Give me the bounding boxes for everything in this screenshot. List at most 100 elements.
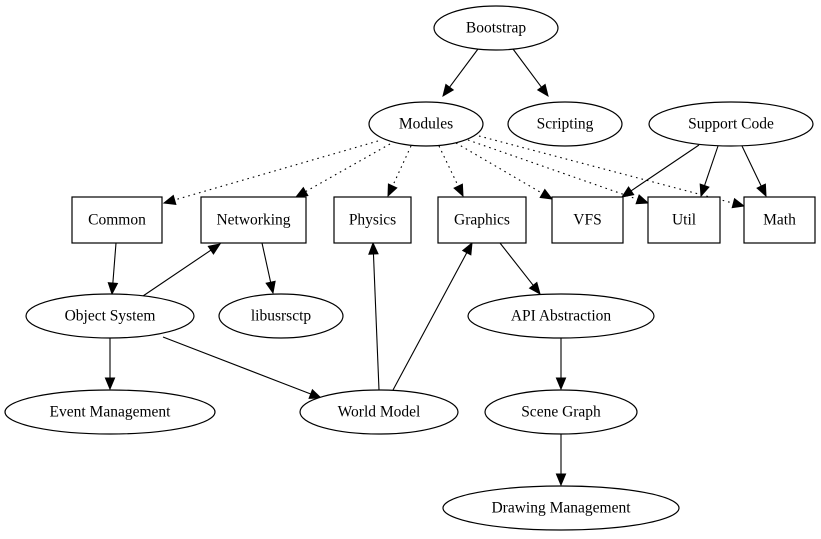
arrowhead-icon — [461, 241, 473, 256]
node-scene-graph: Scene Graph — [484, 389, 638, 435]
node-support-code: Support Code — [648, 101, 814, 147]
node-networking: Networking — [200, 196, 307, 244]
arrowhead-icon — [387, 183, 398, 198]
node-common: Common — [71, 196, 163, 244]
edge-modules-to-vfs-line — [455, 142, 543, 194]
node-label-event-management: Event Management — [50, 404, 172, 421]
edge-scene-graph-to-drawing-management — [555, 434, 567, 487]
nodes-layer: Bootstrap Modules Scripting Support Code… — [4, 5, 816, 531]
edge-object-system-to-networking — [142, 243, 222, 297]
edge-object-system-to-world-model — [162, 336, 323, 399]
edge-bootstrap-to-modules — [442, 48, 479, 98]
arrowhead-icon — [265, 280, 276, 295]
edge-common-to-object-system-line — [112, 242, 117, 284]
edge-object-system-to-networking-line — [142, 249, 212, 297]
edge-world-model-to-graphics-line — [392, 252, 468, 391]
edge-modules-to-common — [162, 140, 379, 205]
node-label-api-abstraction: API Abstraction — [511, 308, 612, 325]
edge-world-model-to-physics-line — [372, 253, 380, 391]
arrowhead-icon — [555, 377, 567, 391]
edge-modules-to-physics-line — [392, 145, 412, 187]
node-libusrsctp: libusrsctp — [218, 293, 344, 339]
edge-modules-to-common-line — [174, 140, 379, 201]
arrowhead-icon — [453, 183, 464, 198]
node-event-management: Event Management — [4, 389, 216, 435]
arrowhead-icon — [555, 473, 567, 487]
node-label-scene-graph: Scene Graph — [521, 404, 601, 421]
node-label-drawing-management: Drawing Management — [491, 500, 631, 517]
edge-modules-to-util — [467, 139, 650, 205]
edge-support-code-to-util-line — [704, 145, 719, 186]
node-object-system: Object System — [25, 293, 195, 339]
node-label-math: Math — [763, 212, 796, 229]
edge-support-code-to-math-line — [741, 145, 762, 187]
edge-support-code-to-math — [741, 145, 767, 198]
node-world-model: World Model — [299, 389, 459, 435]
arrowhead-icon — [107, 282, 119, 296]
arrowhead-icon — [536, 83, 549, 98]
edge-modules-to-networking-line — [305, 143, 391, 193]
node-label-object-system: Object System — [65, 308, 156, 325]
node-label-physics: Physics — [349, 212, 396, 229]
edge-modules-to-math-line — [478, 135, 734, 204]
arrowhead-icon — [308, 388, 323, 399]
edge-support-code-to-util — [699, 145, 719, 198]
edge-support-code-to-vfs — [620, 144, 700, 198]
arrowhead-icon — [731, 197, 746, 209]
edge-graphics-to-api-abstraction-line — [499, 242, 534, 286]
arrowhead-icon — [620, 186, 635, 198]
node-vfs: VFS — [551, 196, 624, 244]
edge-modules-to-networking — [294, 143, 391, 198]
arrowhead-icon — [528, 281, 541, 296]
edge-object-system-to-world-model-line — [162, 336, 311, 395]
node-util: Util — [647, 196, 721, 244]
edge-networking-to-libusrsctp — [261, 242, 276, 295]
edge-object-system-to-event-management — [104, 338, 116, 391]
arrowhead-icon — [104, 377, 116, 391]
arrowhead-icon — [162, 194, 177, 205]
arrowhead-icon — [207, 243, 222, 255]
node-label-common: Common — [88, 212, 146, 229]
edge-support-code-to-vfs-line — [630, 144, 700, 192]
node-scripting: Scripting — [507, 101, 623, 147]
arrowhead-icon — [294, 186, 309, 198]
arrowhead-icon — [699, 183, 710, 198]
node-label-graphics: Graphics — [454, 212, 510, 229]
edge-bootstrap-to-scripting-line — [512, 48, 542, 88]
node-label-libusrsctp: libusrsctp — [251, 308, 312, 325]
arrowhead-icon — [756, 183, 767, 198]
edge-modules-to-graphics — [438, 145, 464, 198]
edge-common-to-object-system — [107, 242, 119, 296]
arrowhead-icon — [442, 83, 455, 98]
edge-modules-to-util-line — [467, 139, 638, 200]
node-label-networking: Networking — [216, 212, 290, 229]
node-graphics: Graphics — [437, 196, 527, 244]
node-drawing-management: Drawing Management — [442, 485, 680, 531]
edges-layer — [104, 48, 767, 487]
node-modules: Modules — [368, 101, 484, 147]
node-label-bootstrap: Bootstrap — [466, 20, 527, 37]
edge-bootstrap-to-modules-line — [449, 48, 479, 88]
node-bootstrap: Bootstrap — [433, 5, 559, 51]
node-label-world-model: World Model — [338, 404, 421, 421]
node-label-scripting: Scripting — [537, 116, 594, 133]
node-label-modules: Modules — [399, 116, 453, 133]
edge-world-model-to-physics — [368, 241, 380, 391]
arrowhead-icon — [635, 194, 650, 205]
edge-networking-to-libusrsctp-line — [261, 242, 272, 283]
edge-modules-to-physics — [387, 145, 412, 198]
node-physics: Physics — [333, 196, 412, 244]
node-label-vfs: VFS — [573, 212, 601, 229]
edge-modules-to-graphics-line — [438, 145, 459, 187]
arrowhead-icon — [539, 188, 554, 200]
edge-modules-to-math — [478, 135, 746, 209]
edge-modules-to-vfs — [455, 142, 554, 200]
node-label-util: Util — [672, 212, 696, 229]
node-api-abstraction: API Abstraction — [467, 293, 655, 339]
edge-graphics-to-api-abstraction — [499, 242, 541, 296]
arrowhead-icon — [368, 241, 379, 255]
edge-world-model-to-graphics — [392, 241, 473, 391]
node-math: Math — [743, 196, 816, 244]
node-label-support-code: Support Code — [688, 116, 774, 133]
